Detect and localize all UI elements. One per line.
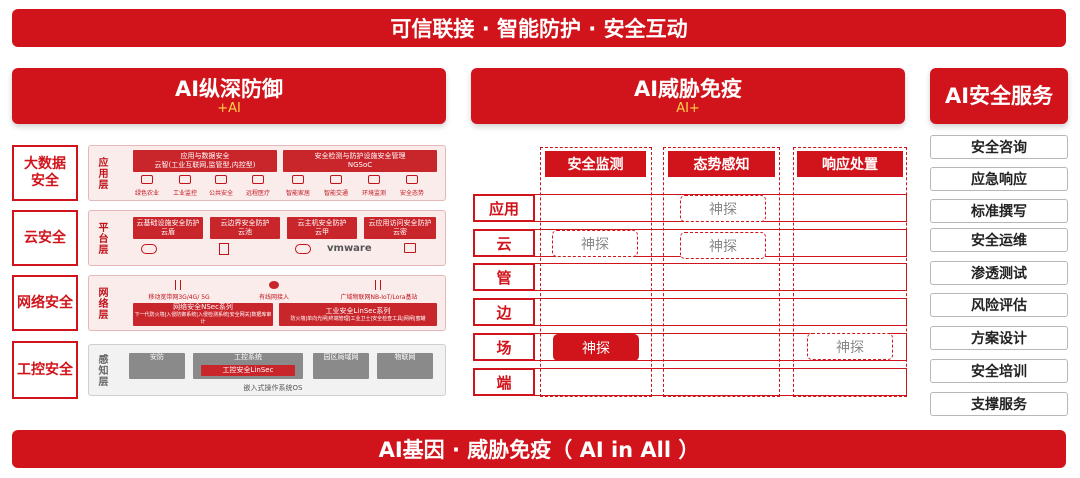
monitor-icon [404, 243, 416, 253]
left-panel-title: AI纵深防御 [174, 77, 284, 101]
layer-tag-platform: 平台层 [96, 221, 107, 255]
linsec-series-box: 工业安全LinSec系列 防火墙|单向光闸|终端管理|工业卫士|安全检查工具|网… [279, 303, 437, 326]
cloud-shield-box: 云基础设施安全防护 云盾 [133, 217, 203, 239]
linsec-ics-box: 工控安全LinSec [201, 365, 295, 376]
campus-lan-box: 园区局域网 [313, 353, 369, 379]
shentan-cloud-monitor: 神探 [552, 230, 638, 257]
wired-access-label: 有线网接入 [258, 294, 289, 301]
cloud-armor-box: 云主机安全防护 云甲 [287, 217, 357, 239]
server-icon [219, 243, 229, 255]
monitor-column-frame [540, 147, 652, 397]
item-label: 工业监控 [172, 190, 197, 197]
row-line [535, 263, 907, 291]
smart-home-icon [292, 175, 304, 184]
embedded-os-label: 嵌入式操作系统OS [243, 384, 303, 392]
iot-box: 物联网 [377, 353, 433, 379]
shentan-cloud-situation: 神探 [680, 232, 766, 259]
cloud-pool-box: 云边界安全防护 云池 [210, 217, 280, 239]
mobile-broadband-label: 移动宽带网3G/4G/ 5G [148, 294, 210, 301]
item-label: 智能家居 [285, 190, 310, 197]
antenna-icon [375, 280, 381, 290]
cloud-upload-icon [295, 244, 311, 254]
middle-panel-subtitle: AI+ [676, 101, 700, 116]
column-header-monitor: 安全监测 [545, 151, 646, 177]
environment-icon [368, 175, 380, 184]
row-label-cloud: 云安全 [12, 210, 78, 266]
app-data-security-box: 应用与数据安全 云智(工业互联网,监管型,内控型) [133, 150, 277, 172]
left-panel-header: AI纵深防御 +AI [12, 68, 446, 124]
network-layer: 网络层 移动宽带网3G/4G/ 5G 有线网接入 广域物联网NB-IoT/Lor… [88, 275, 446, 331]
service-item: 支撑服务 [930, 392, 1068, 416]
layer-tag-network: 网络层 [96, 286, 107, 320]
row-label-bigdata: 大数据 安全 [12, 145, 78, 201]
row-line [535, 368, 907, 396]
ngsoc-box: 安全检测与防护设施安全管理 NGSoC [283, 150, 437, 172]
smart-traffic-icon [330, 175, 342, 184]
public-safety-icon [215, 175, 227, 184]
vmware-logo: vmware [327, 243, 372, 254]
row-label-network: 网络安全 [12, 275, 78, 331]
middle-panel-title: AI威胁免疫 [633, 77, 743, 101]
service-item: 风险评估 [930, 293, 1068, 317]
security-box: 安防 [129, 353, 185, 379]
service-item: 安全运维 [930, 228, 1068, 252]
perception-layer: 感知层 安防 工控系统 工控安全LinSec 园区局域网 物联网 嵌入式操作系统… [88, 344, 446, 396]
application-layer: 应用层 应用与数据安全 云智(工业互联网,监管型,内控型) 安全检测与防护设施安… [88, 145, 446, 201]
nsec-series-box: 网络安全NSec系列 下一代防火墙|入侵防御系统|入侵检测系统|安全网关|数据库… [133, 303, 273, 326]
row-label-cloud-mid: 云 [473, 229, 535, 257]
cloud-secret-box: 云应用访问安全防护 云密 [364, 217, 436, 239]
row-line [535, 333, 907, 361]
antenna-icon [175, 280, 181, 290]
shentan-field-response: 神探 [807, 333, 893, 360]
shentan-field-monitor: 神探 [553, 334, 639, 361]
row-label-field: 场 [473, 333, 535, 361]
right-panel-title: AI安全服务 [944, 84, 1054, 108]
security-posture-icon [406, 175, 418, 184]
item-label: 安全态势 [399, 190, 424, 197]
item-label: 远程医疗 [245, 190, 270, 197]
service-item: 方案设计 [930, 326, 1068, 350]
bottom-banner: AI基因 · 威胁免疫（ AI in All ） [12, 430, 1066, 468]
row-label-edge: 边 [473, 298, 535, 326]
row-label-pipe: 管 [473, 263, 535, 291]
item-label: 智能交通 [323, 190, 348, 197]
row-label-app: 应用 [473, 194, 535, 222]
service-item: 标准撰写 [930, 199, 1068, 223]
column-header-situation: 态势感知 [668, 151, 775, 177]
item-label: 公共安全 [208, 190, 233, 197]
shentan-app-situation: 神探 [680, 195, 766, 222]
cloud-icon [141, 244, 157, 254]
service-item: 安全培训 [930, 359, 1068, 383]
top-banner: 可信联接 · 智能防护 · 安全互动 [12, 9, 1066, 47]
situation-column-frame [663, 147, 780, 397]
router-icon [269, 281, 279, 289]
left-panel-subtitle: +AI [217, 101, 241, 116]
service-item: 渗透测试 [930, 261, 1068, 285]
row-label-ics: 工控安全 [12, 341, 78, 399]
layer-tag-application: 应用层 [96, 156, 107, 190]
middle-panel-header: AI威胁免疫 AI+ [471, 68, 905, 124]
agriculture-icon [141, 175, 153, 184]
industrial-monitor-icon [179, 175, 191, 184]
wan-iot-label: 广域物联网NB-IoT/Lora基站 [340, 294, 418, 301]
service-item: 应急响应 [930, 167, 1068, 191]
layer-tag-perception: 感知层 [96, 353, 107, 387]
service-item: 安全咨询 [930, 135, 1068, 159]
item-label: 环境监测 [361, 190, 386, 197]
platform-layer: 平台层 云基础设施安全防护 云盾 云边界安全防护 云池 云主机安全防护 云甲 云… [88, 210, 446, 266]
column-header-response: 响应处置 [797, 151, 903, 177]
row-line [535, 298, 907, 326]
telemedicine-icon [252, 175, 264, 184]
row-label-end: 端 [473, 368, 535, 396]
item-label: 绿色农业 [134, 190, 159, 197]
right-panel-header: AI安全服务 [930, 68, 1068, 124]
